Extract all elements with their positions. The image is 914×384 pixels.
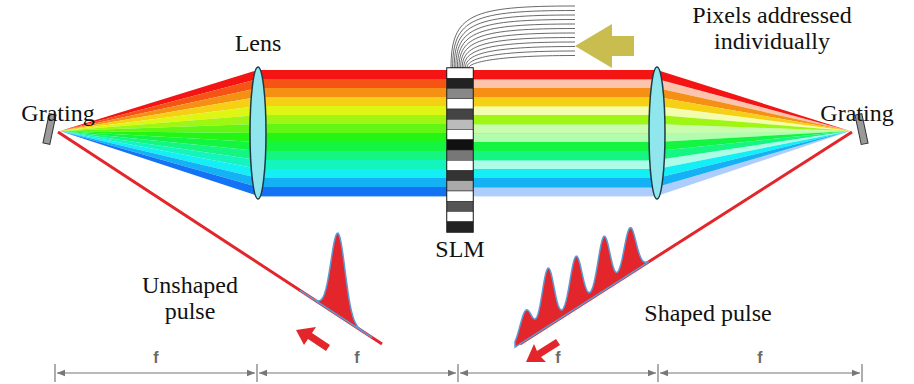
pixel-wire	[454, 15, 575, 68]
shaped-band	[473, 79, 657, 88]
pixel-wire	[467, 51, 575, 68]
shaped-band	[473, 133, 657, 142]
shaped-band	[473, 178, 657, 187]
output-direction-arrow	[526, 339, 560, 362]
shaped-band	[473, 97, 657, 106]
slm-pixel	[447, 78, 473, 88]
shaped-band	[473, 106, 657, 115]
shaped-band	[657, 131, 850, 196]
input-direction-arrow	[296, 327, 330, 351]
slm-pixel	[447, 150, 473, 160]
focal-dimension	[55, 364, 862, 382]
spectral-band	[258, 178, 447, 187]
right-lens	[649, 67, 665, 199]
shaped-band	[473, 142, 657, 151]
slm-label: SLM	[420, 236, 500, 262]
slm-pixel	[447, 171, 473, 181]
focal-length: f	[745, 348, 775, 368]
slm-pixel	[447, 191, 473, 201]
slm-body	[447, 68, 473, 232]
spectral-band	[258, 169, 447, 178]
pixel-wire	[456, 20, 575, 69]
shaped-band	[473, 187, 657, 196]
output-pulse-label: Shaped pulse	[636, 300, 780, 326]
focal-length: f	[342, 348, 372, 368]
pixel-wire	[469, 56, 575, 69]
slm-pixel	[447, 212, 473, 222]
lens-label: Lens	[218, 30, 298, 56]
slm-pixel	[447, 109, 473, 119]
shaped-band	[473, 70, 657, 79]
shaped-band	[473, 169, 657, 178]
slm-pixels	[447, 68, 473, 232]
spectral-band	[258, 88, 447, 97]
slm-pixel	[447, 140, 473, 150]
address-arrow	[575, 24, 634, 68]
slm-pixel	[447, 99, 473, 109]
grating-label: Grating	[804, 100, 910, 126]
slm-pixel	[447, 89, 473, 99]
slm-pixel	[447, 181, 473, 191]
slm-pixel	[447, 201, 473, 211]
shaped-band	[473, 124, 657, 133]
focal-length: f	[543, 348, 573, 368]
spectral-band	[258, 142, 447, 151]
pixel-wires	[451, 6, 575, 68]
spectral-band	[258, 160, 447, 169]
spectral-band	[258, 115, 447, 124]
pixel-wire	[451, 6, 575, 68]
pixel-wire	[464, 42, 575, 68]
shaped-band	[473, 151, 657, 160]
spectral-band	[258, 70, 447, 79]
slm-pixel	[447, 119, 473, 129]
left-lens	[250, 67, 266, 199]
pixel-wire	[462, 38, 575, 69]
shaped-band	[473, 160, 657, 169]
slm-pixel-label: Pixels addressed individually	[636, 2, 908, 54]
pixel-wire	[459, 29, 575, 69]
pixel-wire	[457, 24, 575, 68]
spectral-band	[258, 187, 447, 196]
spectral-band	[60, 131, 258, 196]
spectral-beams	[60, 70, 850, 196]
pixel-wire	[461, 33, 575, 68]
input-beam	[58, 132, 382, 344]
spectral-band	[258, 106, 447, 115]
slm-pixel	[447, 222, 473, 232]
pixel-wire	[465, 47, 575, 69]
spectral-band	[258, 124, 447, 133]
slm-pixel	[447, 160, 473, 170]
shaped-band	[473, 88, 657, 97]
input-pulse-label: Unshaped pulse	[118, 272, 262, 324]
unshaped-pulse	[300, 233, 372, 337]
shaped-pulse	[515, 228, 648, 347]
slm-pixel	[447, 68, 473, 78]
pixel-wire	[453, 11, 575, 69]
spectral-band	[258, 79, 447, 88]
spectral-band	[258, 151, 447, 160]
focal-length: f	[141, 348, 171, 368]
spectral-band	[258, 97, 447, 106]
grating-label: Grating	[6, 100, 110, 126]
spectral-band	[258, 133, 447, 142]
shaped-band	[473, 115, 657, 124]
slm-pixel	[447, 130, 473, 140]
